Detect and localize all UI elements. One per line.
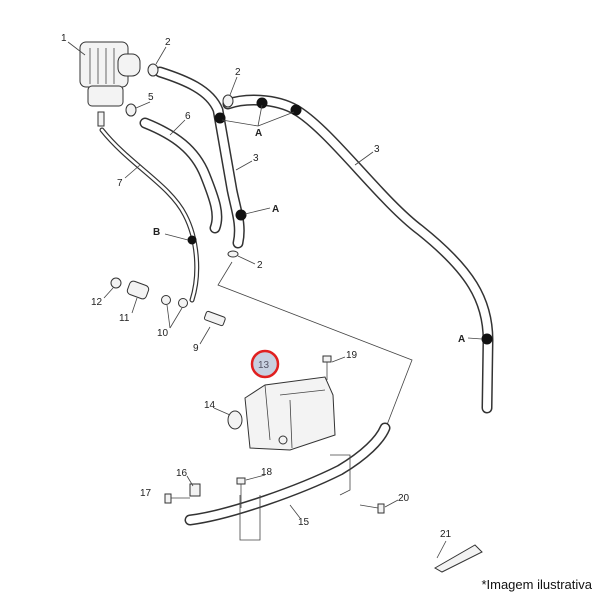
callout-19[interactable]: 19	[346, 350, 358, 361]
callout-3[interactable]: 3	[374, 144, 380, 155]
callout-15[interactable]: 15	[298, 517, 310, 528]
callout-1[interactable]: 1	[61, 33, 67, 44]
hose-3-right	[222, 94, 494, 414]
callout-16[interactable]: 16	[176, 468, 188, 479]
callout-13[interactable]: 13	[258, 360, 270, 371]
bolts	[164, 355, 385, 514]
sealant-tube-21	[433, 540, 483, 573]
selected-part-highlight[interactable]	[250, 349, 280, 379]
callout-7[interactable]: 7	[117, 178, 123, 189]
leader-lines	[67, 41, 483, 519]
callout-12[interactable]: 12	[91, 297, 103, 308]
pipe-15	[184, 422, 391, 541]
connector-label-a: A	[272, 204, 279, 215]
callout-2[interactable]: 2	[165, 37, 171, 48]
clamps	[125, 63, 239, 258]
connection-guide-line	[217, 261, 413, 431]
connector-points	[187, 97, 493, 345]
line-7	[99, 127, 200, 303]
callout-labels: 1 2 2 2 3 3 5 6 7 9 10 11 12 13 19 14 16…	[61, 33, 465, 540]
connector-label-a: A	[255, 128, 262, 139]
connector-label-a: A	[458, 334, 465, 345]
fittings-9-12	[110, 277, 226, 327]
illustrative-image-caption: *Imagem ilustrativa	[481, 577, 592, 592]
callout-2[interactable]: 2	[257, 260, 263, 271]
cover-13[interactable]	[227, 376, 336, 451]
callout-2[interactable]: 2	[235, 67, 241, 78]
callout-10[interactable]: 10	[157, 328, 169, 339]
callout-6[interactable]: 6	[185, 111, 191, 122]
callout-11[interactable]: 11	[119, 313, 130, 324]
callout-17[interactable]: 17	[140, 488, 152, 499]
vacuum-pump[interactable]	[79, 41, 141, 127]
hose-6	[139, 117, 223, 234]
hose-3-center	[154, 66, 245, 249]
connector-label-b: B	[153, 227, 160, 238]
callout-9[interactable]: 9	[193, 343, 199, 354]
callout-5[interactable]: 5	[148, 92, 154, 103]
callout-18[interactable]: 18	[261, 467, 273, 478]
callout-14[interactable]: 14	[204, 400, 216, 411]
callout-21[interactable]: 21	[440, 529, 452, 540]
callout-20[interactable]: 20	[398, 493, 410, 504]
callout-3[interactable]: 3	[253, 153, 259, 164]
